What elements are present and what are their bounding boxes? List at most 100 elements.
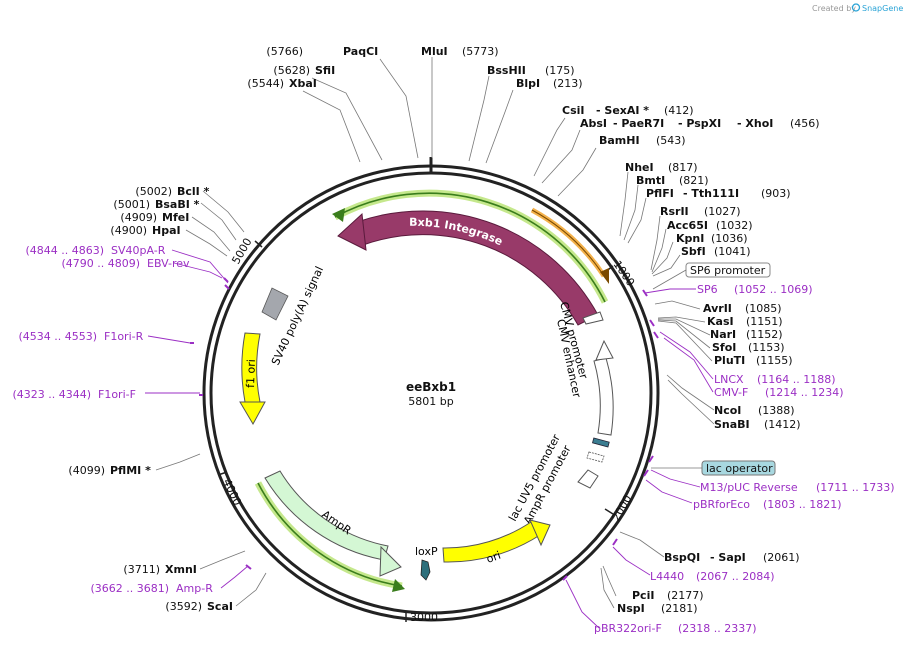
primer-ebv-rev[interactable]: EBV-rev bbox=[147, 257, 190, 270]
lac-operator-box-label: lac operator bbox=[706, 462, 773, 475]
orange-arrowhead bbox=[600, 268, 609, 284]
orange-feature-line bbox=[531, 209, 605, 277]
bspqi-site[interactable]: BspQI bbox=[664, 551, 700, 564]
nhei-site[interactable]: NheI bbox=[625, 161, 654, 174]
pflmi-site[interactable]: PflMI * bbox=[110, 464, 151, 477]
sfii-site[interactable]: SfiI bbox=[315, 64, 335, 77]
lac-uv5-promoter-feature[interactable] bbox=[586, 451, 605, 463]
sbfi-site[interactable]: SbfI bbox=[681, 245, 706, 258]
primer-m13-pos: (1711 .. 1733) bbox=[816, 481, 895, 494]
bxb1-orf-arrowhead bbox=[332, 208, 345, 222]
primer-cmv-f-pos: (1214 .. 1234) bbox=[765, 386, 844, 399]
loxp-feature[interactable] bbox=[420, 559, 431, 581]
bsshii-pos: (175) bbox=[545, 64, 575, 77]
sexai-pos: (412) bbox=[664, 104, 694, 117]
primer-l4440[interactable]: L4440 bbox=[650, 570, 684, 583]
ampr-orf-line bbox=[257, 482, 403, 587]
primer-pbr322ori-f[interactable]: pBR322ori-F bbox=[594, 622, 662, 635]
primer-marks bbox=[190, 277, 659, 581]
primer-f1ori-r[interactable]: F1ori-R bbox=[104, 330, 144, 343]
primer-f1ori-f[interactable]: F1ori-F bbox=[98, 388, 136, 401]
sexai-site[interactable]: - SexAI * bbox=[596, 104, 649, 117]
primer-amp-r[interactable]: Amp-R bbox=[176, 582, 213, 595]
primer-lncx-pos: (1164 .. 1188) bbox=[757, 373, 836, 386]
paqci-site[interactable]: PaqCI bbox=[343, 45, 378, 58]
primer-cmv-f[interactable]: CMV-F bbox=[714, 386, 748, 399]
nhei-pos: (817) bbox=[668, 161, 698, 174]
primer-l4440-pos: (2067 .. 2084) bbox=[696, 570, 775, 583]
kasi-site[interactable]: KasI bbox=[707, 315, 734, 328]
xbai-pos: (5544) bbox=[247, 77, 284, 90]
hpai-site[interactable]: HpaI bbox=[152, 224, 181, 237]
rsrii-site[interactable]: RsrII bbox=[660, 205, 689, 218]
primer-ebv-rev-pos: (4790 .. 4809) bbox=[61, 257, 140, 270]
enzyme-leaders bbox=[155, 57, 715, 609]
primer-m13-puc-reverse[interactable]: M13/pUC Reverse bbox=[700, 481, 798, 494]
bsabi-site[interactable]: BsaBI * bbox=[155, 198, 200, 211]
primer-sv40pa-r-pos: (4844 .. 4863) bbox=[25, 244, 104, 257]
xbai-site[interactable]: XbaI bbox=[289, 77, 317, 90]
rsrii-pos: (1027) bbox=[704, 205, 741, 218]
pluti-site[interactable]: PluTI bbox=[714, 354, 745, 367]
ampr-orf-arrowhead bbox=[392, 579, 405, 592]
primer-f1ori-f-pos: (4323 .. 4344) bbox=[12, 388, 91, 401]
lac-operator-feature[interactable] bbox=[592, 437, 610, 448]
nari-pos: (1152) bbox=[746, 328, 783, 341]
snapgene-logo-icon bbox=[851, 3, 861, 12]
kasi-pos: (1151) bbox=[746, 315, 783, 328]
csii-site[interactable]: CsiI bbox=[562, 104, 584, 117]
bamhi-site[interactable]: BamHI bbox=[599, 134, 640, 147]
primer-lncx[interactable]: LNCX bbox=[714, 373, 744, 386]
pspxi-site[interactable]: - PspXI bbox=[678, 117, 721, 130]
cmv-promoter-arrow[interactable] bbox=[582, 311, 604, 325]
pcii-pos: (2177) bbox=[667, 589, 704, 602]
bmti-site[interactable]: BmtI bbox=[636, 174, 665, 187]
ampr-promoter-feature[interactable] bbox=[577, 469, 599, 489]
scai-site[interactable]: ScaI bbox=[207, 600, 233, 613]
paqci-pos: (5766) bbox=[266, 45, 303, 58]
nari-site[interactable]: NarI bbox=[710, 328, 736, 341]
kpni-site[interactable]: KpnI bbox=[676, 232, 704, 245]
brand-text: SnapGene bbox=[862, 4, 903, 13]
primer-sv40pa-r[interactable]: SV40pA-R bbox=[111, 244, 166, 257]
f1-ori-label: f1 ori bbox=[244, 359, 258, 388]
plasmid-size: 5801 bp bbox=[408, 395, 453, 408]
pflmi-pos: (4099) bbox=[68, 464, 105, 477]
blpi-site[interactable]: BlpI bbox=[516, 77, 540, 90]
acc65i-site[interactable]: Acc65I bbox=[667, 219, 708, 232]
sapi-site[interactable]: - SapI bbox=[710, 551, 746, 564]
absi-site[interactable]: AbsI bbox=[580, 117, 607, 130]
xhoi-site[interactable]: - XhoI bbox=[737, 117, 773, 130]
ncoi-pos: (1388) bbox=[758, 404, 795, 417]
loxp-label: loxP bbox=[415, 545, 438, 558]
nspi-site[interactable]: NspI bbox=[617, 602, 645, 615]
sv40-polya-feature[interactable] bbox=[261, 287, 289, 321]
primer-amp-r-pos: (3662 .. 3681) bbox=[90, 582, 169, 595]
sfoi-site[interactable]: SfoI bbox=[712, 341, 736, 354]
avrii-pos: (1085) bbox=[745, 302, 782, 315]
primer-sp6[interactable]: SP6 bbox=[697, 283, 718, 296]
xmni-site[interactable]: XmnI bbox=[165, 563, 197, 576]
avrii-site[interactable]: AvrII bbox=[703, 302, 732, 315]
bsshii-site[interactable]: BssHII bbox=[487, 64, 526, 77]
cmv-enhancer-feature[interactable] bbox=[593, 357, 614, 436]
ncoi-site[interactable]: NcoI bbox=[714, 404, 741, 417]
pflfi-site[interactable]: PflFI bbox=[646, 187, 674, 200]
mfei-site[interactable]: MfeI bbox=[162, 211, 189, 224]
pluti-pos: (1155) bbox=[756, 354, 793, 367]
snabi-site[interactable]: SnaBI bbox=[714, 418, 750, 431]
blpi-pos: (213) bbox=[553, 77, 583, 90]
sbfi-pos: (1041) bbox=[714, 245, 751, 258]
paer7i-site[interactable]: - PaeR7I bbox=[613, 117, 664, 130]
tick-2000: 2000 bbox=[604, 493, 635, 524]
primer-pbrforeco[interactable]: pBRforEco bbox=[693, 498, 750, 511]
bcli-site[interactable]: BclI * bbox=[177, 185, 210, 198]
sp6-promoter-box-label: SP6 promoter bbox=[690, 264, 766, 277]
mlui-site[interactable]: MluI bbox=[421, 45, 448, 58]
scai-pos: (3592) bbox=[165, 600, 202, 613]
tth111i-site[interactable]: - Tth111I bbox=[683, 187, 739, 200]
xhoi-pos: (456) bbox=[790, 117, 820, 130]
pcii-site[interactable]: PciI bbox=[632, 589, 654, 602]
ori-label: ori bbox=[485, 549, 503, 566]
ori-arrowhead bbox=[529, 519, 551, 547]
